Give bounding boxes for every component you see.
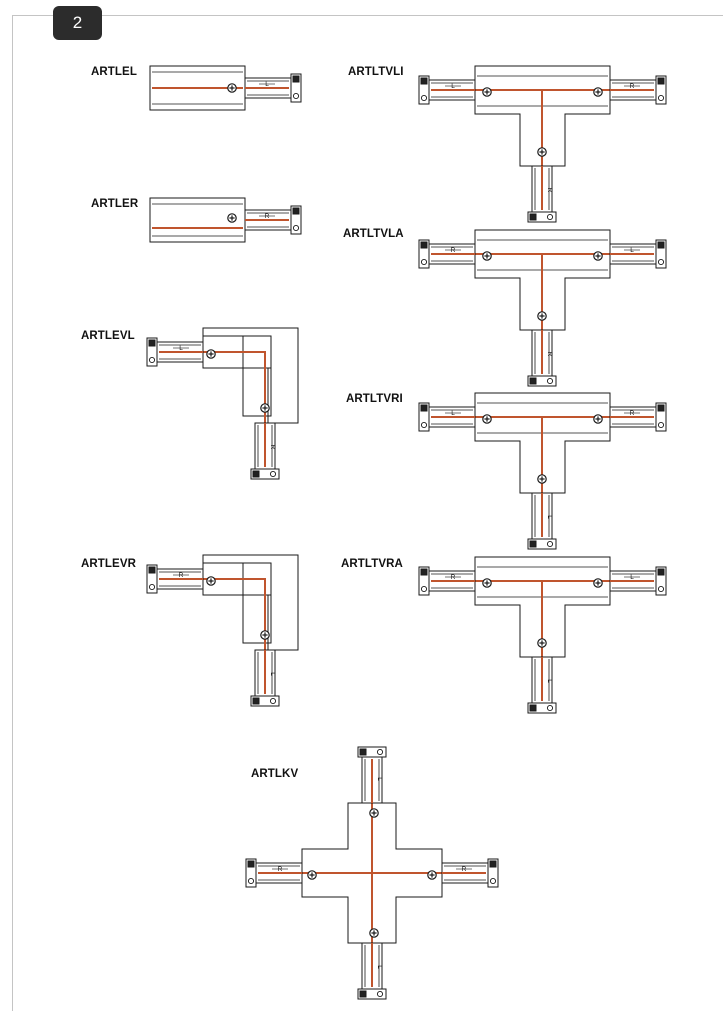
connector-artltvra: R L L bbox=[418, 556, 667, 714]
screw-icon bbox=[593, 251, 603, 261]
label-artltvli: ARTLTVLI bbox=[348, 66, 404, 78]
adapter-plug: R bbox=[146, 564, 204, 594]
polarity-mark: R bbox=[630, 410, 635, 417]
adapter-plug: L bbox=[244, 73, 302, 103]
polarity-mark: L bbox=[265, 81, 269, 88]
adapter-plug: L bbox=[609, 239, 667, 269]
polarity-mark: L bbox=[376, 965, 383, 969]
screw-icon bbox=[206, 349, 216, 359]
label-artltvri: ARTLTVRI bbox=[346, 393, 403, 405]
screw-icon bbox=[482, 414, 492, 424]
connector-artlevr: RL bbox=[146, 554, 299, 707]
connector-artlel: L bbox=[149, 65, 302, 111]
label-artltvra: ARTLTVRA bbox=[341, 558, 403, 570]
adapter-plug: L bbox=[418, 75, 476, 105]
polarity-mark: R bbox=[265, 213, 270, 220]
polarity-mark: L bbox=[546, 679, 553, 683]
page-number: 2 bbox=[72, 13, 83, 32]
label-artltvla: ARTLTVLA bbox=[343, 228, 404, 240]
label-artlevr: ARTLEVR bbox=[81, 558, 137, 570]
adapter-plug: L bbox=[527, 492, 557, 550]
screw-icon bbox=[537, 474, 547, 484]
screw-icon bbox=[260, 630, 270, 640]
frame-top-line bbox=[12, 15, 723, 16]
adapter-plug: L bbox=[418, 402, 476, 432]
adapter-plug: L bbox=[357, 746, 387, 804]
polarity-mark: R bbox=[179, 572, 184, 579]
adapter-plug: R bbox=[609, 75, 667, 105]
screw-icon bbox=[260, 403, 270, 413]
screw-icon bbox=[537, 638, 547, 648]
screw-icon bbox=[482, 87, 492, 97]
connector-artltvri: L R L bbox=[418, 392, 667, 550]
adapter-plug: R bbox=[441, 858, 499, 888]
polarity-mark: L bbox=[269, 672, 276, 676]
polarity-mark: L bbox=[630, 247, 634, 254]
adapter-plug: R bbox=[250, 422, 280, 480]
connector-artlkv: L R R L bbox=[245, 746, 499, 1000]
adapter-plug: R bbox=[527, 329, 557, 387]
screw-icon bbox=[369, 928, 379, 938]
adapter-plug: R bbox=[418, 566, 476, 596]
polarity-mark: R bbox=[278, 866, 283, 873]
polarity-mark: L bbox=[376, 777, 383, 781]
adapter-plug: R bbox=[245, 858, 303, 888]
screw-icon bbox=[482, 578, 492, 588]
polarity-mark: L bbox=[630, 574, 634, 581]
screw-icon bbox=[307, 870, 317, 880]
screw-icon bbox=[369, 808, 379, 818]
frame-left-line bbox=[12, 15, 13, 1011]
screw-icon bbox=[593, 414, 603, 424]
polarity-mark: L bbox=[179, 345, 183, 352]
adapter-plug: L bbox=[357, 942, 387, 1000]
polarity-mark: R bbox=[546, 352, 553, 357]
polarity-mark: R bbox=[630, 83, 635, 90]
label-artlel: ARTLEL bbox=[91, 66, 137, 78]
adapter-plug: L bbox=[527, 656, 557, 714]
page-number-badge: 2 bbox=[53, 6, 102, 40]
screw-icon bbox=[537, 147, 547, 157]
polarity-mark: R bbox=[451, 247, 456, 254]
screw-icon bbox=[537, 311, 547, 321]
polarity-mark: L bbox=[451, 410, 455, 417]
polarity-mark: R bbox=[451, 574, 456, 581]
screw-icon bbox=[427, 870, 437, 880]
screw-icon bbox=[482, 251, 492, 261]
polarity-mark: R bbox=[462, 866, 467, 873]
screw-icon bbox=[227, 83, 237, 93]
adapter-plug: L bbox=[146, 337, 204, 367]
screw-icon bbox=[227, 213, 237, 223]
adapter-plug: R bbox=[418, 239, 476, 269]
connector-artltvla: R L R bbox=[418, 229, 667, 387]
polarity-mark: L bbox=[546, 515, 553, 519]
adapter-plug: L bbox=[609, 566, 667, 596]
label-artlevl: ARTLEVL bbox=[81, 330, 135, 342]
polarity-mark: R bbox=[546, 188, 553, 193]
adapter-plug: L bbox=[250, 649, 280, 707]
connector-artltvli: L R R bbox=[418, 65, 667, 223]
connector-artlevl: LR bbox=[146, 327, 299, 480]
screw-icon bbox=[206, 576, 216, 586]
label-artler: ARTLER bbox=[91, 198, 139, 210]
polarity-mark: R bbox=[269, 445, 276, 450]
label-artlkv: ARTLKV bbox=[251, 768, 299, 780]
connector-artler: R bbox=[149, 197, 302, 243]
adapter-plug: R bbox=[527, 165, 557, 223]
adapter-plug: R bbox=[609, 402, 667, 432]
screw-icon bbox=[593, 87, 603, 97]
adapter-plug: R bbox=[244, 205, 302, 235]
screw-icon bbox=[593, 578, 603, 588]
polarity-mark: L bbox=[451, 83, 455, 90]
